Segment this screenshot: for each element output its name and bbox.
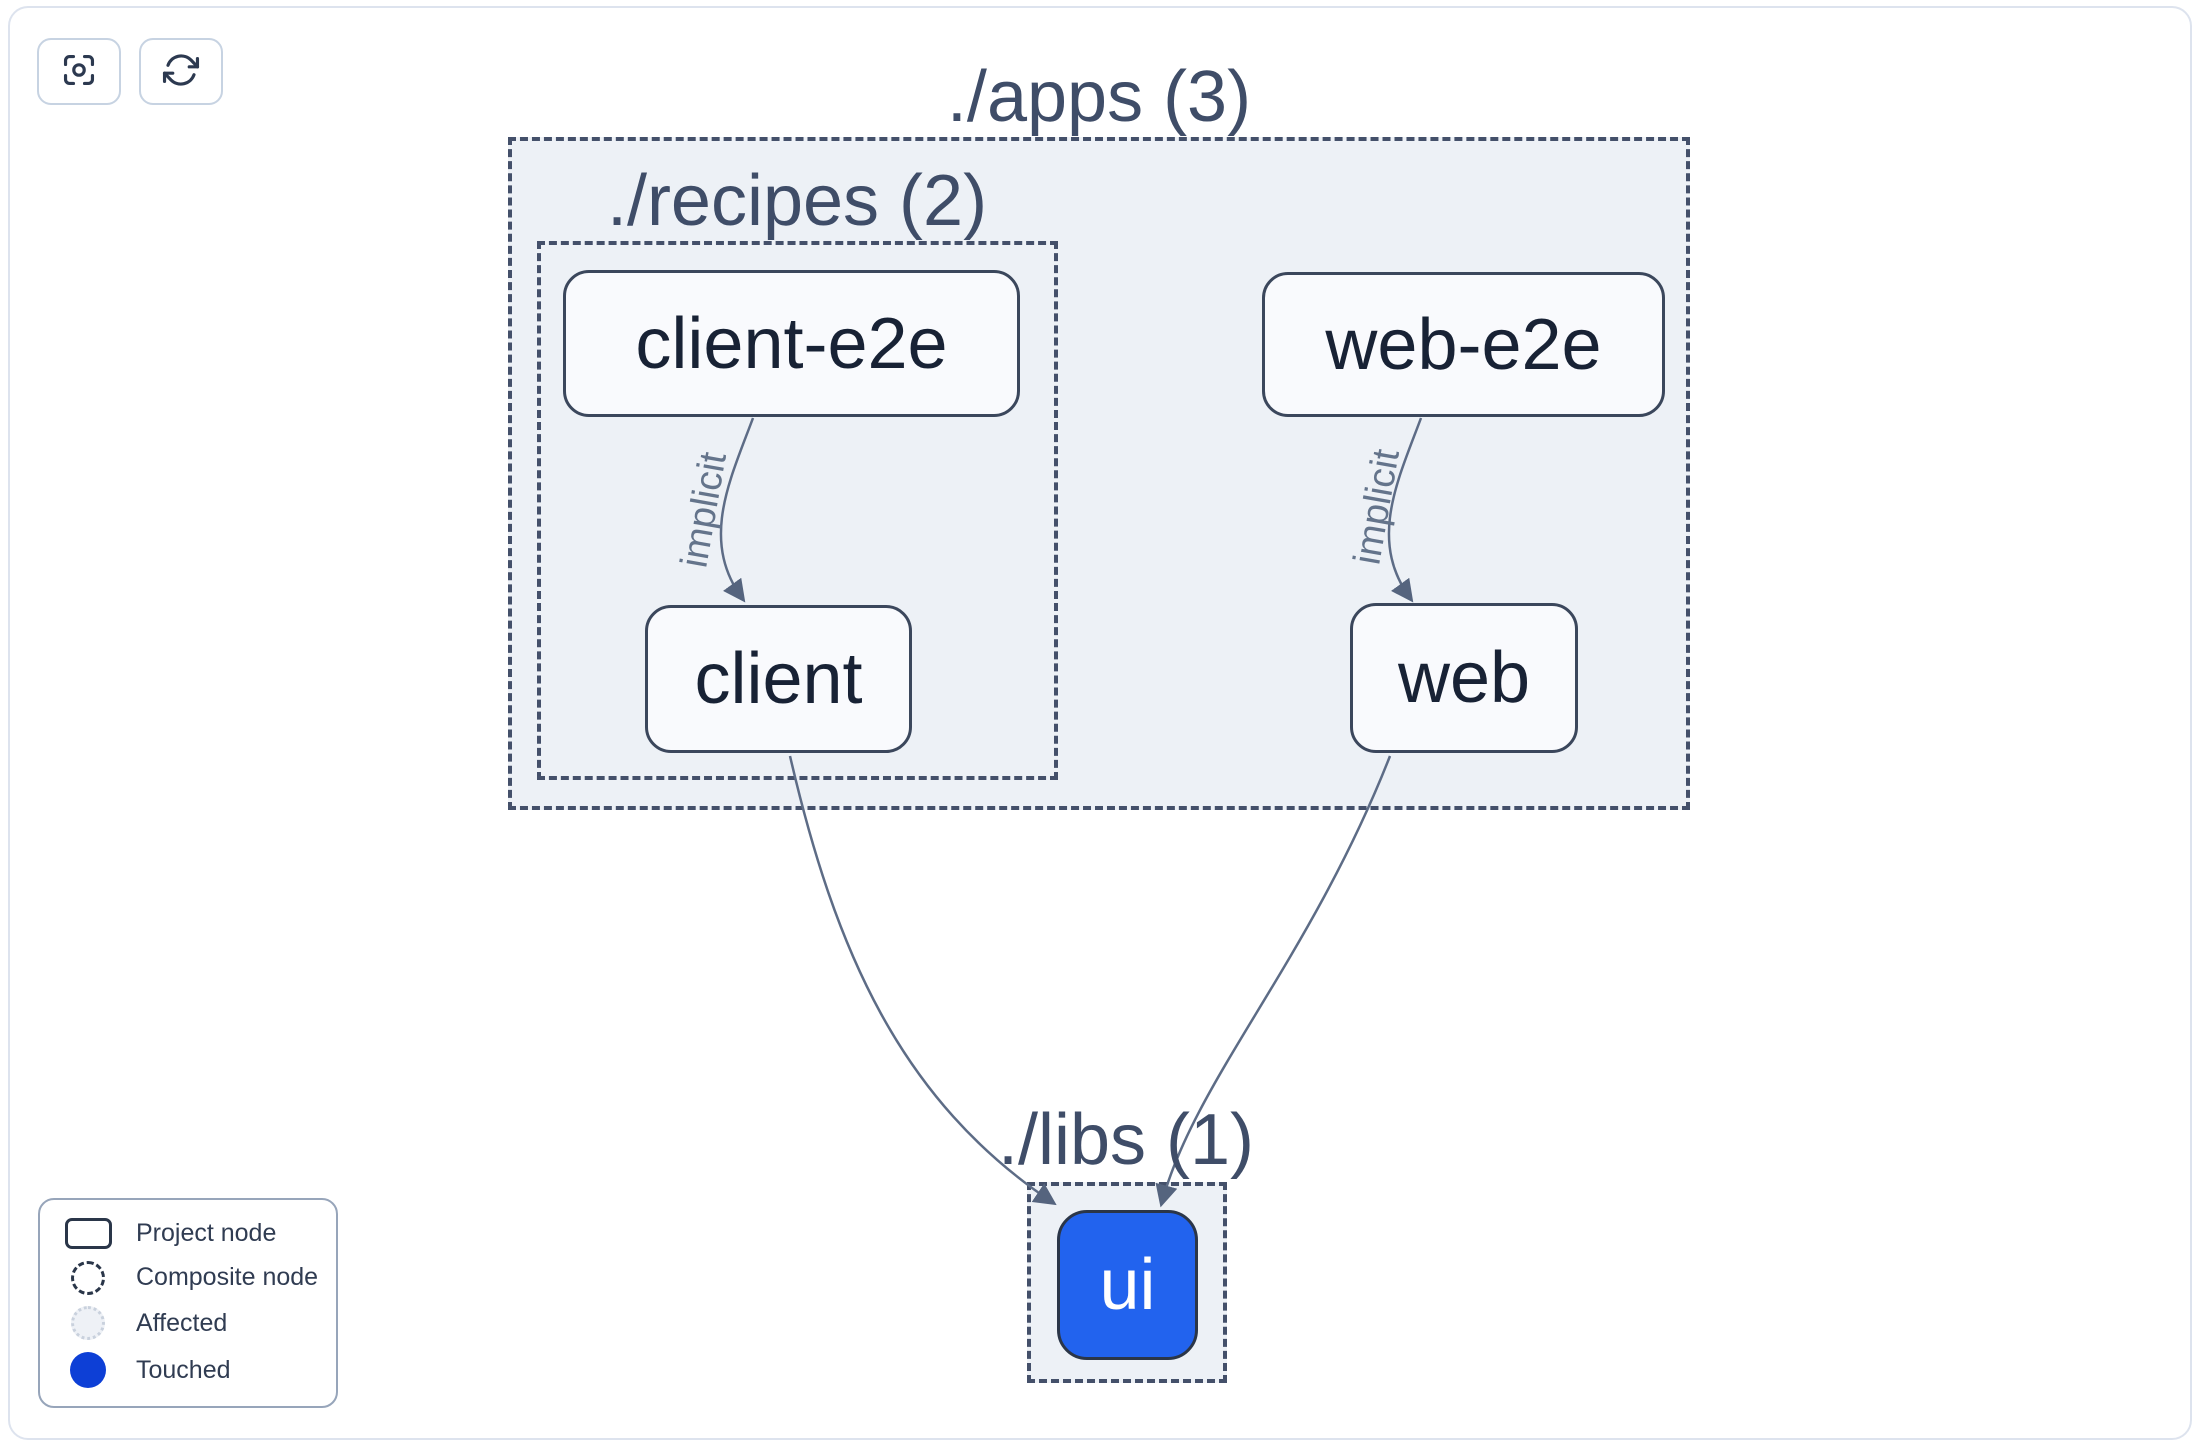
legend-item-project-node: Project node <box>40 1217 336 1249</box>
legend-item-affected: Affected <box>40 1306 336 1341</box>
refresh-icon <box>162 51 200 92</box>
node-client-e2e[interactable]: client-e2e <box>563 270 1020 417</box>
group-apps-label: ./apps (3) <box>946 57 1252 137</box>
node-client-label: client <box>694 639 863 719</box>
canvas-border <box>8 6 2192 1440</box>
graph-toolbar <box>37 38 223 105</box>
group-recipes-label: ./recipes (2) <box>606 161 988 241</box>
node-client-e2e-label: client-e2e <box>635 303 948 384</box>
focus-reset-button[interactable] <box>37 38 121 105</box>
legend-label: Composite node <box>136 1263 319 1292</box>
project-node-swatch <box>64 1217 112 1249</box>
edge-web-to-ui[interactable] <box>1155 755 1392 1208</box>
legend-panel: Project node Composite node Affected Tou… <box>38 1198 338 1408</box>
legend-label: Project node <box>136 1218 277 1247</box>
focus-icon <box>60 51 98 92</box>
touched-swatch <box>70 1352 106 1389</box>
node-web-label: web <box>1397 638 1531 718</box>
node-ui-label: ui <box>1099 1245 1156 1325</box>
legend-label: Touched <box>136 1355 231 1384</box>
refresh-button[interactable] <box>139 38 223 105</box>
edge-web-e2e-to-web[interactable] <box>1387 417 1423 603</box>
node-web-e2e[interactable]: web-e2e <box>1262 272 1665 417</box>
node-web-e2e-label: web-e2e <box>1325 304 1602 385</box>
legend-item-touched: Touched <box>40 1352 336 1389</box>
edge-client-e2e-to-client[interactable] <box>719 417 755 603</box>
edge-client-to-ui[interactable] <box>788 755 1057 1206</box>
edge-label-implicit-web: implicit <box>1346 446 1408 568</box>
node-web[interactable]: web <box>1350 603 1578 753</box>
legend-label: Affected <box>136 1308 228 1337</box>
affected-swatch <box>71 1306 105 1341</box>
node-ui-touched[interactable]: ui <box>1057 1210 1198 1360</box>
composite-node-swatch <box>71 1260 105 1295</box>
legend-item-composite-node: Composite node <box>40 1260 336 1295</box>
edge-label-implicit-client: implicit <box>673 449 735 571</box>
group-libs-label: ./libs (1) <box>997 1100 1255 1180</box>
node-client[interactable]: client <box>645 605 912 753</box>
